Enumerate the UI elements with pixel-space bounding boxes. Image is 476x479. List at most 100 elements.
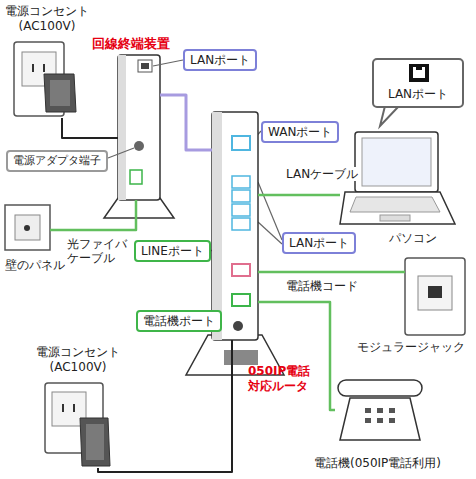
laptop-computer	[380, 215, 410, 221]
port-callout: LANポート	[282, 232, 356, 254]
router-device	[232, 294, 250, 306]
optical-terminal-device	[134, 141, 144, 151]
router-device	[232, 190, 250, 202]
optical-terminal-device	[141, 63, 149, 69]
lan-port-icon	[413, 67, 425, 78]
terminal-device: 回線終端装置	[118, 55, 160, 200]
telephone	[338, 380, 422, 396]
callout-label: LANポート	[289, 236, 349, 250]
callout-label: LANポート	[374, 86, 462, 103]
callout-label: LANポート	[190, 53, 250, 67]
optical-terminal-device	[118, 55, 126, 200]
port-callout: 電話機ポート	[136, 310, 222, 332]
laptop-computer	[380, 106, 399, 126]
outlet-top	[32, 64, 34, 72]
outlet-top	[50, 80, 70, 106]
cable-connector	[258, 194, 340, 197]
cable-connector	[258, 271, 405, 274]
power-outlet: 電源コンセント (AC100V)	[12, 38, 76, 118]
wall-panel: 壁のパネル	[5, 205, 50, 250]
wall-panel	[5, 205, 50, 250]
port-callout: LANポート	[183, 49, 257, 71]
router-device	[232, 176, 250, 188]
outlet-bottom	[73, 404, 75, 412]
power-outlet: 電源コンセント (AC100V)	[45, 383, 110, 468]
wall-panel	[24, 225, 30, 231]
cable-label: 光ファイバ ケーブル	[66, 237, 134, 265]
optical-terminal-device	[104, 198, 174, 218]
cable-connector	[50, 200, 136, 230]
outlet-top	[44, 74, 76, 112]
router-device	[212, 112, 258, 340]
callout-label: 電話機ポート	[143, 314, 215, 328]
optical-terminal-device	[118, 55, 160, 200]
port-callout: LINEポート	[134, 240, 211, 262]
device-label: 電話機(050IP電話利用)	[305, 456, 450, 471]
port-bubble: LANポート	[372, 58, 464, 108]
leader-lines	[153, 60, 183, 66]
callout-label: WANポート	[268, 125, 332, 139]
callout-label: 電源アダプタ端子	[13, 154, 101, 167]
router-device	[232, 264, 250, 276]
device-label: モジュラージャック	[357, 340, 465, 355]
optical-terminal-device	[138, 60, 152, 72]
device-label: 電源コンセント (AC100V)	[33, 345, 123, 375]
cable-connector	[62, 118, 118, 138]
cable-label: 電話機コード	[285, 279, 359, 293]
modular-jack	[418, 276, 452, 310]
telephone	[377, 418, 383, 423]
router: 050IP電話 対応ルータ	[212, 112, 258, 340]
laptop-computer	[355, 132, 438, 192]
device-label: パソコン	[340, 231, 455, 246]
wall-panel	[5, 205, 50, 250]
device-label: 電源コンセント (AC100V)	[2, 4, 92, 34]
router-device	[233, 321, 243, 331]
outlet-bottom	[80, 418, 110, 466]
terminal-callout: 電源アダプタ端子	[6, 150, 108, 172]
telephone	[338, 380, 422, 440]
port-callout: WANポート	[261, 121, 339, 143]
lan-port-icon	[409, 64, 429, 82]
telephone	[365, 418, 371, 423]
telephone	[389, 408, 395, 413]
outlet-bottom	[86, 424, 104, 460]
telephone	[389, 418, 395, 423]
laptop-computer	[362, 138, 431, 186]
optical-terminal-device	[130, 170, 142, 184]
device-label: 050IP電話 対応ルータ	[248, 364, 320, 394]
cable-label: LANケーブル	[285, 167, 359, 181]
modular-jack	[428, 286, 442, 298]
telephone	[340, 398, 420, 440]
lan-port-icon	[416, 67, 422, 70]
telephone	[377, 408, 383, 413]
router-device	[212, 112, 222, 340]
modular-jack	[405, 258, 465, 335]
outlet-bottom	[45, 383, 110, 466]
optical-terminal-device	[104, 55, 174, 218]
leader-lines	[258, 182, 282, 240]
leader-lines	[258, 222, 282, 244]
outlet-top	[14, 42, 76, 116]
laptop-computer	[340, 106, 455, 224]
modular-jack	[405, 258, 465, 335]
telephone	[365, 408, 371, 413]
cable-connector	[160, 95, 212, 150]
laptop-computer	[350, 197, 440, 212]
modular-jack: モジュラージャック	[405, 258, 465, 335]
cable-connector	[258, 302, 335, 410]
router-device	[232, 136, 250, 150]
lan-port-icon	[408, 63, 430, 83]
router-device	[224, 350, 258, 365]
leader-lines	[108, 148, 134, 158]
router-device	[232, 204, 250, 216]
outlet-bottom	[62, 404, 64, 412]
wall-panel	[15, 215, 40, 240]
laptop-computer	[340, 192, 455, 224]
outlet-top	[43, 64, 45, 72]
callout-label: LINEポート	[141, 244, 204, 258]
router-device	[232, 218, 250, 230]
telephone: 電話機(050IP電話利用)	[335, 378, 420, 442]
device-label: 壁のパネル	[5, 258, 65, 273]
device-label: 回線終端装置	[92, 36, 170, 51]
